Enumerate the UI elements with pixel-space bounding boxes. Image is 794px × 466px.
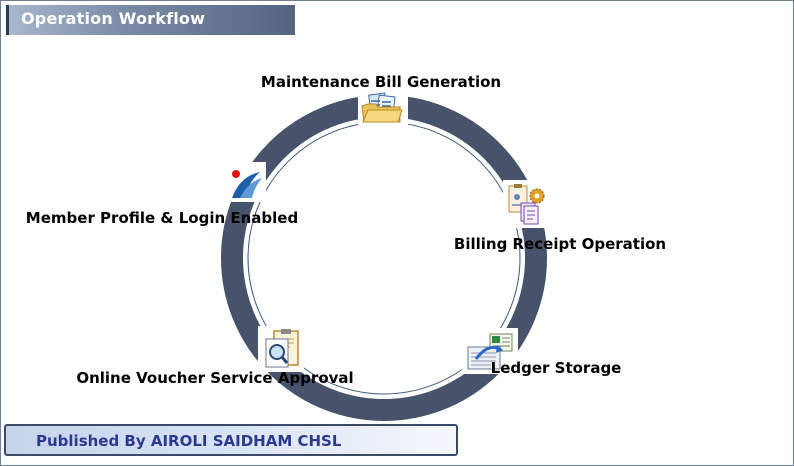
clipboard-gear-icon bbox=[508, 184, 545, 225]
footer-bar: Published By AIROLI SAIDHAM CHSL bbox=[4, 424, 458, 456]
step-label-ledger-storage: Ledger Storage bbox=[491, 359, 622, 377]
step-label-billing-receipt: Billing Receipt Operation bbox=[454, 235, 666, 253]
folder-documents-icon bbox=[361, 92, 403, 123]
header-bar: Operation Workflow bbox=[6, 5, 295, 35]
spreadsheet-ledger-icon bbox=[467, 333, 513, 370]
step-label-member-profile: Member Profile & Login Enabled bbox=[26, 209, 298, 227]
magnifier-clipboard-icon bbox=[265, 329, 299, 368]
step-label-online-voucher: Online Voucher Service Approval bbox=[76, 369, 353, 387]
publisher-text: Published By AIROLI SAIDHAM CHSL bbox=[36, 432, 342, 450]
step-label-maintenance-bill: Maintenance Bill Generation bbox=[261, 73, 501, 91]
member-login-icon bbox=[232, 170, 262, 198]
page-title: Operation Workflow bbox=[21, 9, 206, 28]
